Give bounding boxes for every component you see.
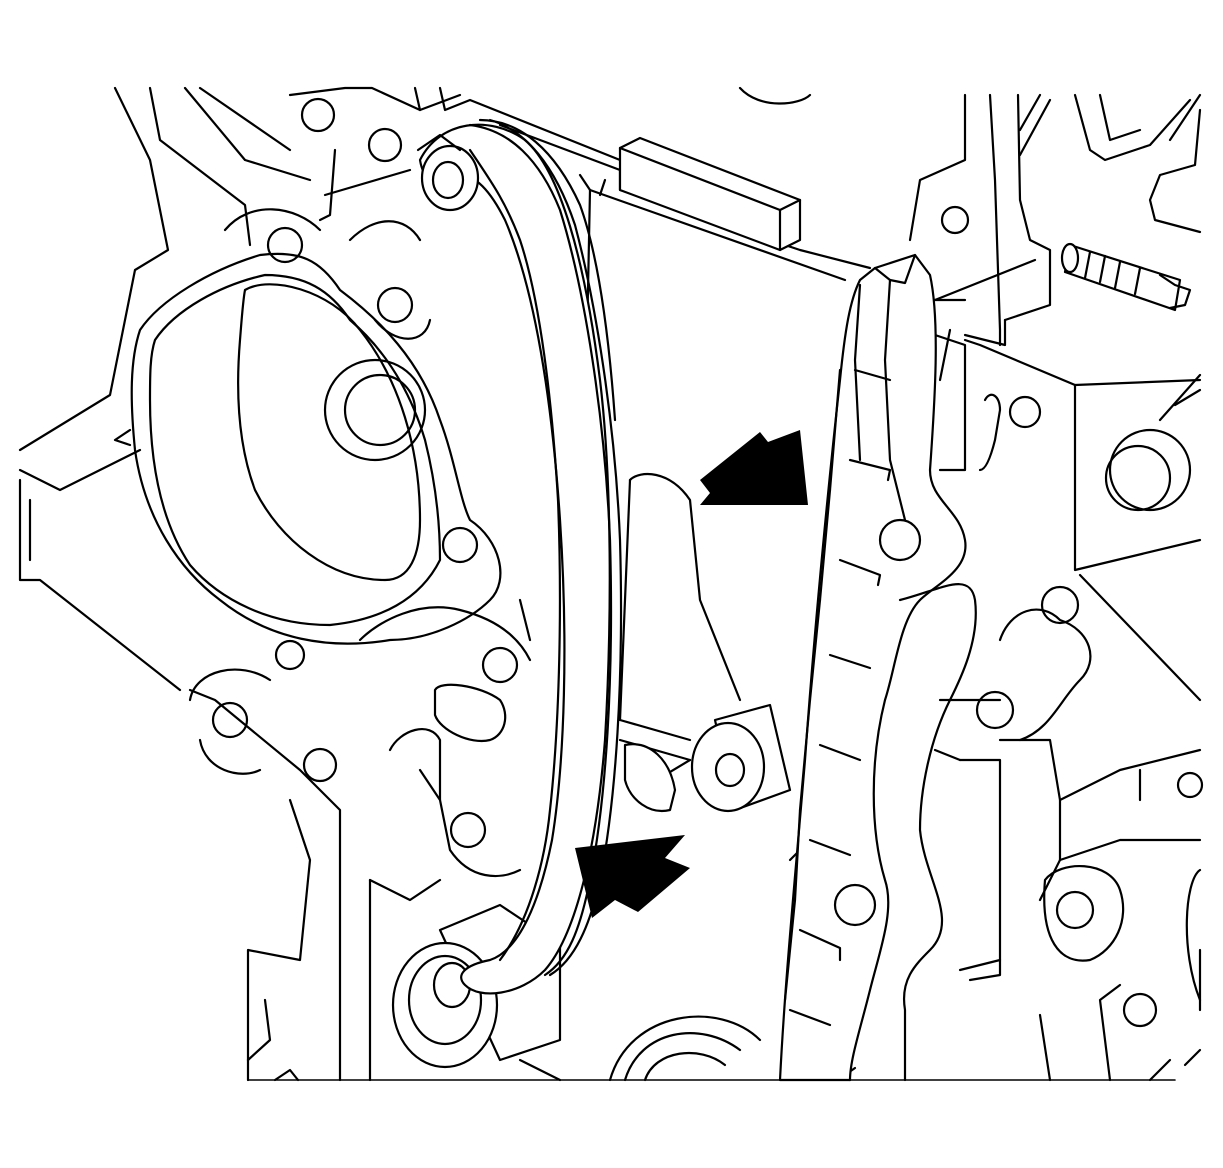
- guide-support-boss: [618, 472, 792, 813]
- lower-bracket: [358, 598, 532, 878]
- lower-callout-arrow: [575, 835, 690, 918]
- top-rectangular-block: [618, 136, 802, 252]
- sensor-stud: [1060, 242, 1192, 312]
- upper-callout-arrow: [700, 430, 808, 505]
- timing-chain-tensioner-guide: [778, 205, 1204, 1082]
- pump-housing: [113, 97, 502, 783]
